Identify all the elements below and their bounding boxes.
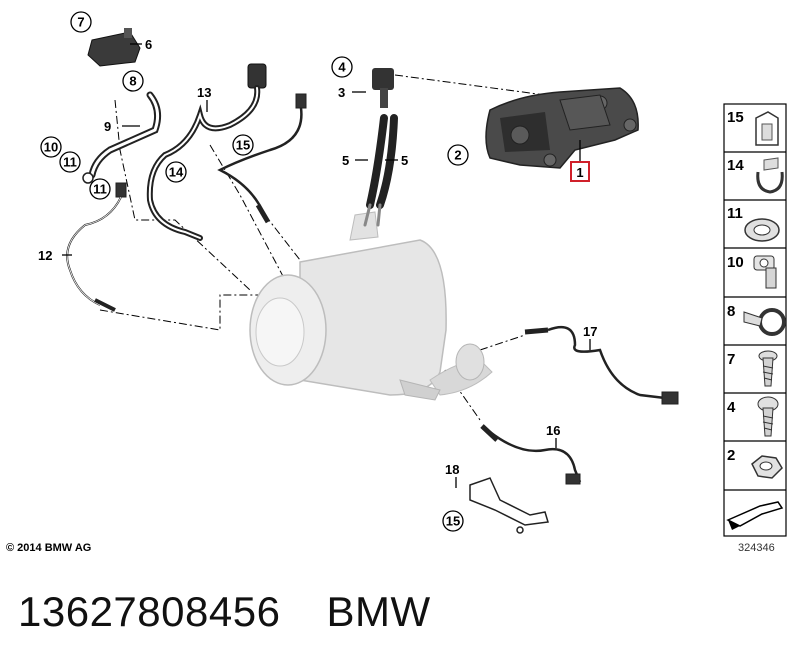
legend-item-4: 4 bbox=[727, 396, 779, 437]
callout-16: 16 bbox=[546, 423, 560, 448]
callout-14: 14 bbox=[165, 161, 187, 183]
legend-item-2: 2 bbox=[727, 447, 783, 479]
svg-text:13: 13 bbox=[197, 85, 211, 100]
svg-text:15: 15 bbox=[446, 514, 460, 529]
torx-bolt-icon bbox=[757, 396, 779, 437]
svg-text:6: 6 bbox=[145, 37, 152, 52]
legend-item-15: 15 bbox=[727, 109, 779, 146]
copyright-text: © 2014 BMW AG bbox=[6, 542, 92, 554]
diagram-reference-number: 324346 bbox=[738, 542, 775, 554]
svg-text:1: 1 bbox=[576, 165, 583, 180]
svg-text:3: 3 bbox=[338, 85, 345, 100]
sensor-wire-13 bbox=[146, 63, 267, 241]
washer-icon bbox=[744, 218, 780, 242]
part-number: 13627808456 bbox=[18, 588, 281, 635]
leader-lines bbox=[99, 74, 546, 421]
svg-text:8: 8 bbox=[129, 74, 136, 89]
callout-12: 12 bbox=[38, 248, 72, 263]
svg-text:11: 11 bbox=[63, 155, 77, 170]
hex-nut-icon bbox=[751, 455, 783, 479]
callout-15-a: 15 bbox=[232, 134, 254, 156]
svg-text:15: 15 bbox=[727, 109, 744, 126]
svg-text:5: 5 bbox=[342, 153, 349, 168]
callout-4: 4 bbox=[331, 56, 353, 78]
svg-text:16: 16 bbox=[546, 423, 560, 438]
svg-text:10: 10 bbox=[727, 254, 744, 271]
legend-item-7: 7 bbox=[727, 350, 778, 387]
legend-item-11: 11 bbox=[727, 205, 780, 242]
svg-text:11: 11 bbox=[93, 182, 107, 197]
svg-text:5: 5 bbox=[401, 153, 408, 168]
callout-5-a: 5 bbox=[342, 153, 368, 168]
particulate-filter bbox=[249, 211, 493, 401]
callout-8: 8 bbox=[122, 70, 144, 92]
sensor-wire-16 bbox=[480, 424, 582, 485]
sensor-unit bbox=[87, 28, 141, 67]
callout-13: 13 bbox=[197, 85, 211, 112]
arrow-icon bbox=[726, 501, 784, 530]
callout-3: 3 bbox=[338, 85, 366, 100]
svg-text:4: 4 bbox=[338, 60, 346, 75]
bracket-assembly bbox=[485, 87, 639, 169]
legend-item-14: 14 bbox=[727, 157, 784, 194]
banjo-bolt-icon bbox=[753, 255, 777, 289]
callout-5-b: 5 bbox=[385, 153, 408, 168]
part-brand: BMW bbox=[326, 588, 431, 635]
svg-text:17: 17 bbox=[583, 324, 597, 339]
callout-10: 10 bbox=[40, 136, 62, 158]
legend-item-10: 10 bbox=[727, 254, 777, 289]
sensor-wire-12 bbox=[66, 182, 127, 312]
parts-diagram: 7 8 4 2 10 11 11 14 15 15 6 3 5 5 9 12 1… bbox=[38, 11, 787, 537]
svg-text:10: 10 bbox=[44, 140, 58, 155]
callout-11-b: 11 bbox=[89, 178, 111, 200]
svg-text:9: 9 bbox=[104, 119, 111, 134]
holder-bracket bbox=[469, 477, 549, 534]
callouts: 7 8 4 2 10 11 11 14 15 15 6 3 5 5 9 12 1… bbox=[38, 11, 597, 532]
callout-1-highlighted: 1 bbox=[570, 140, 590, 182]
callout-17: 17 bbox=[583, 324, 597, 350]
sensor-hoses bbox=[363, 114, 398, 227]
svg-text:4: 4 bbox=[727, 399, 736, 416]
callout-7: 7 bbox=[70, 11, 92, 33]
bracket-clip-icon bbox=[756, 157, 784, 194]
svg-text:2: 2 bbox=[454, 148, 461, 163]
callout-6: 6 bbox=[130, 37, 152, 52]
pressure-sensor bbox=[372, 68, 394, 108]
callout-18: 18 bbox=[445, 462, 459, 488]
legend-item-8: 8 bbox=[727, 303, 786, 336]
svg-text:8: 8 bbox=[727, 303, 735, 320]
callout-2: 2 bbox=[447, 144, 469, 166]
svg-text:11: 11 bbox=[727, 205, 743, 222]
svg-text:14: 14 bbox=[169, 165, 184, 180]
callout-15-b: 15 bbox=[442, 510, 464, 532]
parts-legend: 15 14 11 10 8 7 4 bbox=[723, 103, 787, 537]
svg-text:2: 2 bbox=[727, 447, 735, 464]
hose-line bbox=[82, 91, 162, 184]
part-caption: 13627808456 BMW bbox=[18, 588, 477, 636]
sensor-wire-15 bbox=[217, 93, 307, 224]
svg-text:7: 7 bbox=[77, 15, 84, 30]
svg-text:14: 14 bbox=[727, 157, 744, 174]
screw-icon bbox=[758, 350, 778, 387]
callout-11-a: 11 bbox=[59, 151, 81, 173]
hose-clamp-icon bbox=[743, 308, 786, 336]
clip-icon bbox=[755, 111, 779, 146]
svg-text:7: 7 bbox=[727, 351, 735, 368]
svg-text:18: 18 bbox=[445, 462, 459, 477]
callout-9: 9 bbox=[104, 119, 140, 134]
sensor-wire-17 bbox=[524, 325, 679, 405]
svg-text:15: 15 bbox=[236, 138, 250, 153]
svg-text:12: 12 bbox=[38, 248, 52, 263]
